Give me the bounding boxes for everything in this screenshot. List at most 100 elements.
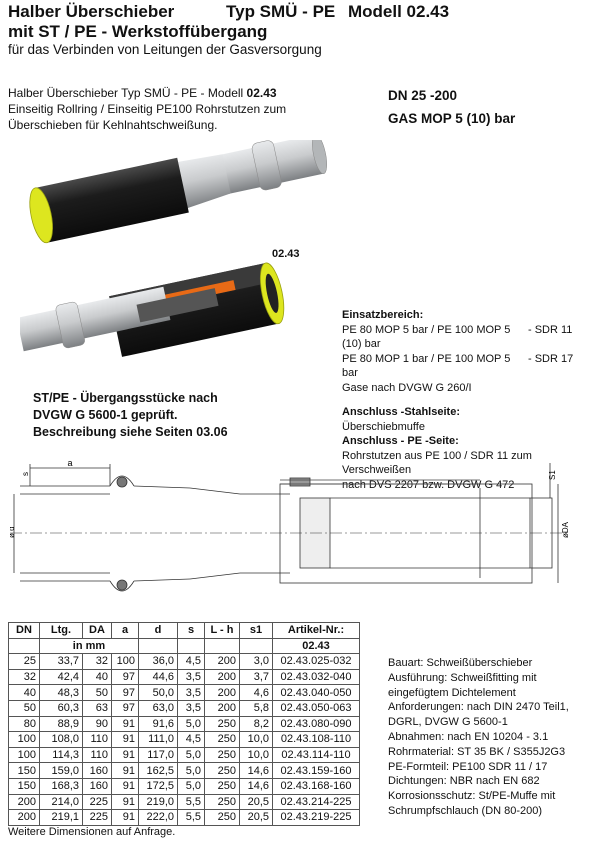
table-header: d [138, 622, 178, 639]
table-cell: 40 [8, 684, 40, 701]
table-cell: 250 [204, 715, 240, 733]
intro-model: 02.43 [246, 86, 277, 100]
table-cell: 91 [111, 793, 139, 811]
table-cell: 48,3 [39, 684, 83, 701]
table-cell: 168,3 [39, 777, 83, 795]
usage-row1-a: PE 80 MOP 5 bar / PE 100 MOP 5 (10) bar [342, 323, 511, 351]
detail-line: Rohrmaterial: ST 35 BK / S355J2G3 [388, 745, 566, 758]
table-cell: 02.43.025-032 [272, 653, 360, 670]
table-cell: 42,4 [39, 668, 83, 686]
table-cell: 88,9 [39, 715, 83, 733]
table-cell: 33,7 [39, 653, 83, 670]
table-cell: 3,0 [239, 653, 273, 670]
table-cell: 162,5 [138, 762, 178, 779]
table-cell: 250 [204, 746, 240, 764]
table-cell: 02.43.114-110 [272, 746, 360, 764]
table-cell: 5,0 [177, 762, 205, 779]
table-header: s [177, 622, 205, 639]
table-cell: 110 [82, 731, 112, 748]
table-cell: 63 [82, 699, 112, 717]
intro-text: Halber Überschieber Typ SMÜ - PE - Model… [8, 85, 338, 133]
cert-line3: Beschreibung siehe Seiten 03.06 [33, 425, 228, 439]
table-cell: 02.43.080-090 [272, 715, 360, 733]
title-line2: mit ST / PE - Werkstoffübergang [8, 22, 268, 41]
table-cell: 250 [204, 731, 240, 748]
dim-s1-label: S1 [548, 470, 557, 480]
table-cell: 91 [111, 762, 139, 779]
table-cell: 160 [82, 762, 112, 779]
table-cell: 250 [204, 762, 240, 779]
table-cell: 97 [111, 684, 139, 701]
steel-side-value: Überschiebmuffe [342, 420, 425, 433]
table-cell: 32 [82, 653, 112, 670]
detail-line: Korrosionsschutz: St/PE-Muffe mit [388, 790, 556, 803]
detail-line: eingefügtem Dichtelement [388, 686, 516, 699]
usage-row1-b: - SDR 11 [528, 323, 573, 336]
table-cell: 214,0 [39, 793, 83, 811]
product-image-cutaway [20, 262, 285, 357]
table-cell: 5,5 [177, 809, 205, 826]
detail-line: DGRL, DVGW G 5600-1 [388, 716, 508, 729]
dim-da-label: øDA [561, 521, 570, 538]
table-cell: 20,5 [239, 793, 273, 811]
table-cell: 40 [82, 668, 112, 686]
table-cell: 3,5 [177, 699, 205, 717]
usage-heading: Einsatzbereich: [342, 309, 424, 321]
table-cell: 50 [82, 684, 112, 701]
table-cell: 02.43.219-225 [272, 809, 360, 826]
spec-mop: GAS MOP 5 (10) bar [388, 111, 516, 126]
table-cell: 250 [204, 793, 240, 811]
table-cell: 159,0 [39, 762, 83, 779]
usage-block: Einsatzbereich: PE 80 MOP 5 bar / PE 100… [342, 308, 600, 492]
table-cell: 91,6 [138, 715, 178, 733]
page-subtitle: für das Verbinden von Leitungen der Gasv… [8, 42, 322, 57]
table-cell: 200 [204, 653, 240, 670]
table-cell: 80 [8, 715, 40, 733]
technical-drawing: a s ø d S1 øDA [10, 458, 570, 592]
usage-gas: Gase nach DVGW G 260/I [342, 381, 472, 394]
table-cell: 108,0 [39, 731, 83, 748]
table-header-row: DN Ltg. DA a d s L - h s1 Artikel-Nr.: [8, 622, 360, 639]
table-cell: 02.43.159-160 [272, 762, 360, 779]
table-cell: 14,6 [239, 777, 273, 795]
table-cell: 50,0 [138, 684, 178, 701]
table-cell: 3,5 [177, 668, 205, 686]
cert-line1: ST/PE - Übergangsstücke nach [33, 391, 218, 405]
group-label: 02.43 [272, 637, 360, 655]
table-cell: 222,0 [138, 809, 178, 826]
table-cell: 02.43.040-050 [272, 684, 360, 701]
detail-line: Schrumpfschlauch (DN 80-200) [388, 804, 543, 817]
table-cell: 219,1 [39, 809, 83, 826]
detail-line: Anforderungen: nach DIN 2470 Teil1, [388, 701, 569, 714]
intro-line1: Halber Überschieber Typ SMÜ - PE - Model… [8, 86, 247, 100]
steel-side-heading: Anschluss -Stahlseite: [342, 406, 460, 418]
table-cell: 8,2 [239, 715, 273, 733]
table-header: Ltg. [39, 622, 83, 639]
table-cell: 200 [204, 668, 240, 686]
pe-side-value-2: nach DVS 2207 bzw. DVGW G 472 [342, 478, 515, 491]
table-cell: 91 [111, 731, 139, 748]
table-cell: 200 [8, 809, 40, 826]
table-cell: 110 [82, 746, 112, 764]
table-cell: 91 [111, 746, 139, 764]
table-cell: 4,5 [177, 731, 205, 748]
intro-line2: Einseitig Rollring / Einseitig PE100 Roh… [8, 102, 287, 116]
dim-d-label: ø d [10, 526, 16, 538]
table-cell: 90 [82, 715, 112, 733]
product-image-full [29, 140, 327, 244]
table-cell: 4,5 [177, 653, 205, 670]
intro-line3: Überschieben für Kehlnahtschweißung. [8, 118, 218, 132]
table-cell: 44,6 [138, 668, 178, 686]
table-cell: 150 [8, 762, 40, 779]
usage-row2-b: - SDR 17 [528, 352, 574, 365]
table-cell: 91 [111, 777, 139, 795]
pe-side-value-1: Rohrstutzen aus PE 100 / SDR 11 zum Vers… [342, 449, 532, 477]
table-cell: 219,0 [138, 793, 178, 811]
table-cell: 114,3 [39, 746, 83, 764]
table-cell: 225 [82, 809, 112, 826]
